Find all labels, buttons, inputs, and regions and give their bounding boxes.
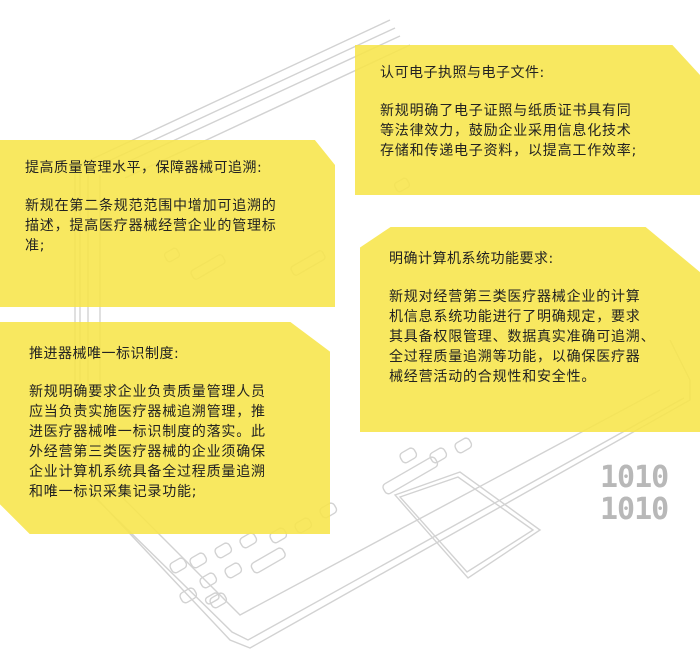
- watermark-line: 1010: [600, 492, 669, 527]
- binary-watermark: 1010 1010: [600, 460, 669, 527]
- card-title: 认可电子执照与电子文件:: [380, 65, 545, 81]
- card-body: 新规明确了电子证照与纸质证书具有同 等法律效力，鼓励企业采用信息化技术 存储和传…: [380, 101, 680, 161]
- card-line: 机信息系统功能进行了明确规定，要求: [389, 309, 641, 325]
- card-electronic-license: 认可电子执照与电子文件: 新规明确了电子证照与纸质证书具有同 等法律效力，鼓励企…: [355, 45, 700, 195]
- card-udi-system: 推进器械唯一标识制度: 新规明确要求企业负责质量管理人员 应当负责实施医疗器械追…: [0, 322, 330, 534]
- card-line: 企业计算机系统具备全过程质量追溯: [29, 464, 266, 480]
- card-line: 其具备权限管理、数据真实准确可追溯、: [389, 329, 656, 345]
- card-quality-management: 提高质量管理水平，保障器械可追溯: 新规在第二条规范范围中增加可追溯的 描述，提…: [0, 140, 335, 307]
- card-line: 外经营第三类医疗器械的企业须确保: [29, 444, 266, 460]
- card-line: 和唯一标识采集记录功能;: [29, 484, 198, 500]
- card-body: 新规对经营第三类医疗器械企业的计算 机信息系统功能进行了明确规定，要求 其具备权…: [389, 287, 680, 387]
- card-computer-system: 明确计算机系统功能要求: 新规对经营第三类医疗器械企业的计算 机信息系统功能进行…: [360, 227, 700, 432]
- card-line: 械经营活动的合规性和安全性。: [389, 369, 597, 385]
- card-line: 应当负责实施医疗器械追溯管理，推: [29, 404, 266, 420]
- card-line: 存储和传递电子资料，以提高工作效率;: [380, 143, 638, 159]
- card-body: 新规明确要求企业负责质量管理人员 应当负责实施医疗器械追溯管理，推 进医疗器械唯…: [29, 382, 310, 502]
- card-line: 新规明确了电子证照与纸质证书具有同: [380, 103, 632, 119]
- card-title: 明确计算机系统功能要求:: [389, 251, 554, 267]
- card-title: 提高质量管理水平，保障器械可追溯:: [25, 160, 263, 176]
- card-line: 等法律效力，鼓励企业采用信息化技术: [380, 123, 632, 139]
- card-title: 推进器械唯一标识制度:: [29, 346, 180, 362]
- card-body: 新规在第二条规范范围中增加可追溯的 描述，提高医疗器械经营企业的管理标 准;: [25, 196, 315, 256]
- watermark-line: 1010: [600, 460, 669, 495]
- card-line: 进医疗器械唯一标识制度的落实。此: [29, 424, 266, 440]
- card-line: 新规明确要求企业负责质量管理人员: [29, 384, 266, 400]
- card-line: 新规对经营第三类医疗器械企业的计算: [389, 289, 641, 305]
- card-line: 全过程质量追溯等功能，以确保医疗器: [389, 349, 641, 365]
- card-line: 准;: [25, 238, 46, 254]
- card-line: 描述，提高医疗器械经营企业的管理标: [25, 218, 277, 234]
- card-line: 新规在第二条规范范围中增加可追溯的: [25, 198, 277, 214]
